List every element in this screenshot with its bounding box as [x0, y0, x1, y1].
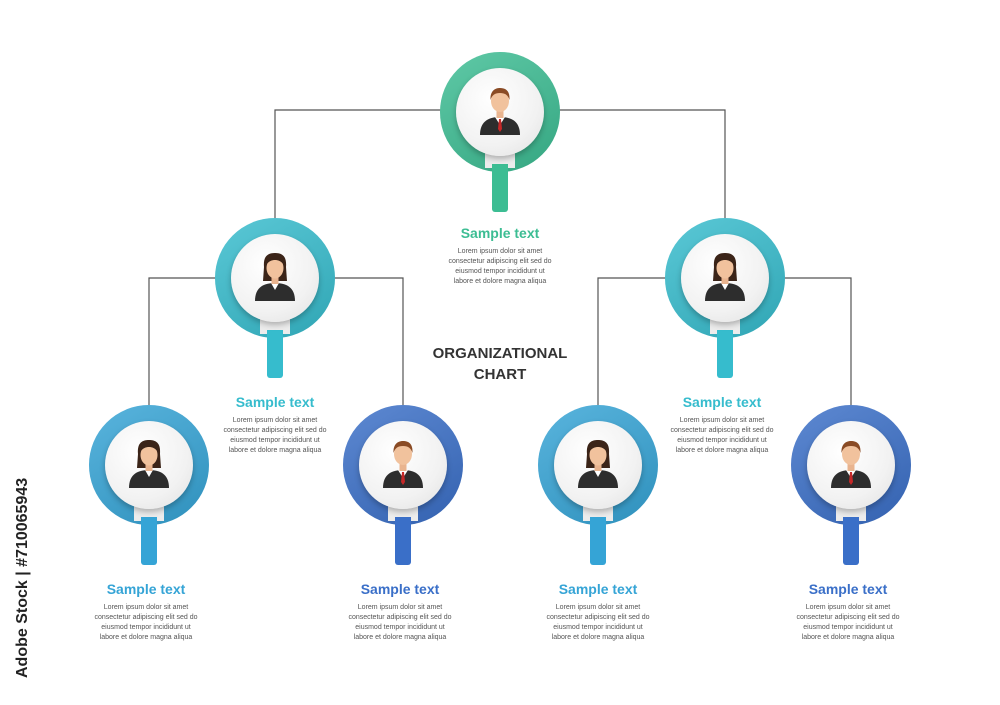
- node-title: Sample text: [808, 581, 888, 597]
- node-stem: [492, 164, 508, 212]
- node-stem: [590, 517, 606, 565]
- org-node-ceo: [440, 52, 560, 247]
- node-card-staff-1: Sample text Lorem ipsum dolor sit amet c…: [76, 581, 216, 643]
- businessman-avatar-icon: [380, 438, 426, 488]
- org-node-manager-left: [215, 218, 335, 413]
- node-title: Sample text: [235, 394, 315, 410]
- businessman-avatar-icon: [828, 438, 874, 488]
- node-title: Sample text: [106, 581, 186, 597]
- node-card-manager-left: Sample text Lorem ipsum dolor sit amet c…: [205, 394, 345, 456]
- edge-manager-left-staff-1: [148, 277, 217, 405]
- edge-manager-right-staff-4: [783, 277, 852, 405]
- node-title: Sample text: [360, 581, 440, 597]
- node-card-ceo: Sample text Lorem ipsum dolor sit amet c…: [430, 225, 570, 287]
- node-card-staff-2: Sample text Lorem ipsum dolor sit amet c…: [330, 581, 470, 643]
- businesswoman-avatar-icon: [702, 251, 748, 301]
- edge-ceo-manager-right: [557, 109, 726, 218]
- edge-manager-left-staff-2: [333, 277, 404, 405]
- org-node-manager-right: [665, 218, 785, 413]
- node-description: Lorem ipsum dolor sit amet consectetur a…: [448, 248, 552, 285]
- node-description: Lorem ipsum dolor sit amet consectetur a…: [670, 417, 774, 454]
- org-node-staff-1: [89, 405, 209, 600]
- node-card-manager-right: Sample text Lorem ipsum dolor sit amet c…: [652, 394, 792, 456]
- chart-heading-line-1: ORGANIZATIONAL: [432, 345, 568, 362]
- businesswoman-avatar-icon: [252, 251, 298, 301]
- node-stem: [267, 330, 283, 378]
- node-description: Lorem ipsum dolor sit amet consectetur a…: [796, 604, 900, 641]
- node-card-staff-3: Sample text Lorem ipsum dolor sit amet c…: [528, 581, 668, 643]
- node-stem: [395, 517, 411, 565]
- node-card-staff-4: Sample text Lorem ipsum dolor sit amet c…: [778, 581, 918, 643]
- chart-heading: ORGANIZATIONAL CHART: [395, 343, 605, 385]
- node-description: Lorem ipsum dolor sit amet consectetur a…: [94, 604, 198, 641]
- stock-id-watermark: Adobe Stock | #710065943: [14, 477, 31, 679]
- node-stem: [717, 330, 733, 378]
- org-node-staff-3: [538, 405, 658, 600]
- node-title: Sample text: [460, 225, 540, 241]
- node-description: Lorem ipsum dolor sit amet consectetur a…: [223, 417, 327, 454]
- node-stem: [141, 517, 157, 565]
- node-title: Sample text: [682, 394, 762, 410]
- businessman-avatar-icon: [477, 85, 523, 135]
- edge-manager-right-staff-3: [597, 277, 667, 405]
- node-title: Sample text: [558, 581, 638, 597]
- org-node-staff-2: [343, 405, 463, 600]
- node-description: Lorem ipsum dolor sit amet consectetur a…: [546, 604, 650, 641]
- node-description: Lorem ipsum dolor sit amet consectetur a…: [348, 604, 452, 641]
- org-node-staff-4: [791, 405, 911, 600]
- node-stem: [843, 517, 859, 565]
- businesswoman-avatar-icon: [575, 438, 621, 488]
- chart-heading-line-2: CHART: [473, 366, 527, 383]
- edge-ceo-manager-left: [274, 109, 443, 218]
- businesswoman-avatar-icon: [126, 438, 172, 488]
